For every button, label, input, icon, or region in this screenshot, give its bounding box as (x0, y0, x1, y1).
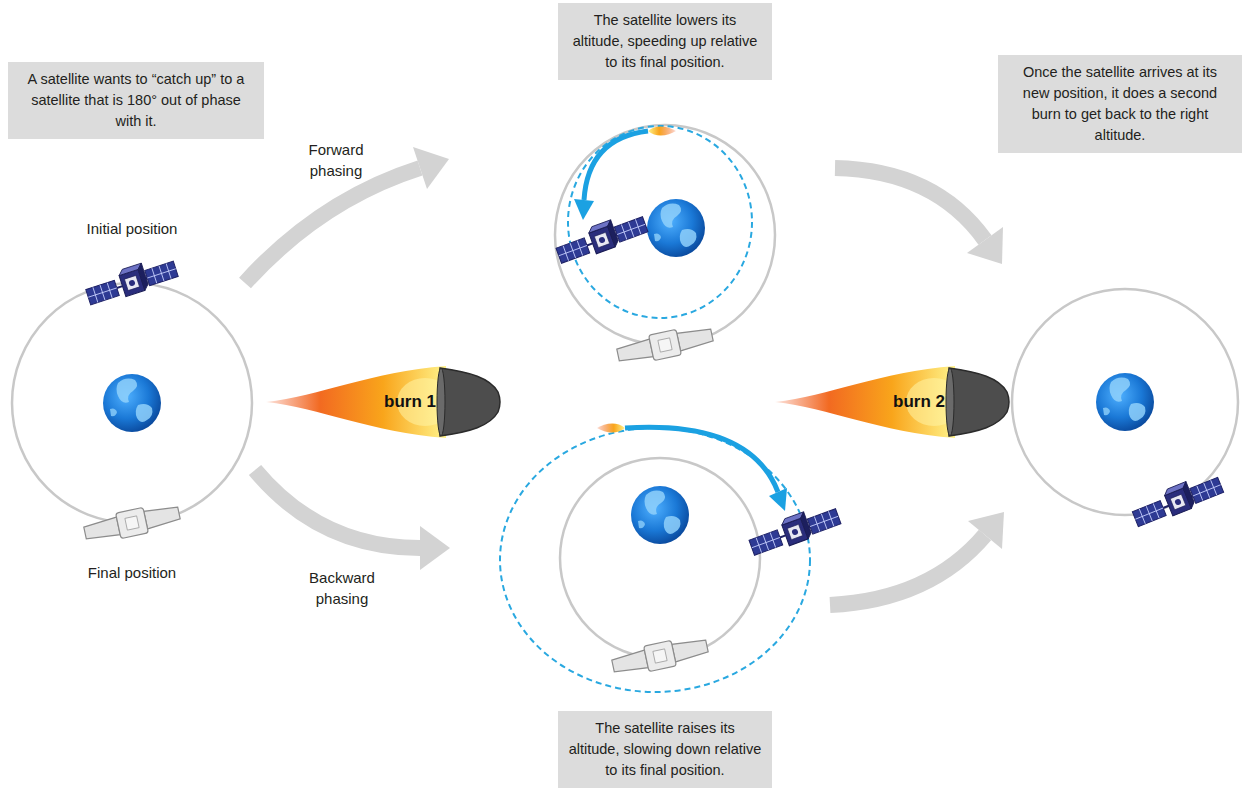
callout-text: A satellite wants to “catch up” to a sat… (18, 69, 254, 132)
position-label: Final position (88, 562, 176, 583)
flow-arrow (835, 168, 985, 240)
satellite-icon (83, 254, 179, 308)
orbit (560, 458, 760, 658)
burn-graphic (266, 366, 500, 438)
earth-icon (647, 199, 705, 257)
satellite-icon (553, 209, 649, 266)
phasing-label: Backward phasing (297, 567, 387, 609)
satellite-icon (746, 501, 842, 558)
motion-arrowhead (574, 199, 594, 220)
flow-arrow (255, 470, 420, 548)
satellite-icon (1129, 470, 1224, 529)
burn-label: burn 1 (384, 390, 436, 414)
flow-arrowhead (413, 147, 449, 189)
thruster-flame (648, 126, 676, 135)
thruster-flame (597, 423, 625, 432)
callout-box: A satellite wants to “catch up” to a sat… (8, 62, 264, 139)
orbit (1012, 289, 1238, 515)
ghost-satellite (610, 633, 709, 678)
position-label: Initial position (87, 218, 178, 239)
orbit (555, 125, 775, 345)
motion-arrowhead (769, 488, 787, 511)
phasing-orbit (568, 126, 752, 318)
callout-text: The satellite raises its altitude, slowi… (568, 718, 762, 781)
phasing-label: Forward phasing (291, 139, 381, 181)
flow-arrow (830, 535, 985, 605)
callout-box: The satellite raises its altitude, slowi… (558, 711, 772, 788)
flow-arrowhead (967, 227, 1003, 264)
ghost-satellite (615, 322, 714, 367)
burn-label: burn 2 (893, 390, 945, 414)
flow-arrowhead (420, 526, 450, 570)
motion-arrow (625, 427, 778, 492)
flow-arrowhead (968, 512, 1004, 549)
phasing-orbit (500, 428, 810, 692)
callout-text: The satellite lowers its altitude, speed… (568, 10, 762, 73)
flow-arrow (245, 168, 420, 283)
callout-box: The satellite lowers its altitude, speed… (558, 3, 772, 80)
earth-icon (631, 486, 689, 544)
callout-box: Once the satellite arrives at its new po… (998, 55, 1242, 153)
callout-text: Once the satellite arrives at its new po… (1008, 62, 1232, 146)
orbit (12, 283, 252, 523)
earth-icon (103, 374, 161, 432)
earth-icon (1096, 373, 1154, 431)
motion-arrow (584, 131, 648, 200)
ghost-satellite (82, 500, 181, 545)
burn-graphic (775, 366, 1009, 438)
